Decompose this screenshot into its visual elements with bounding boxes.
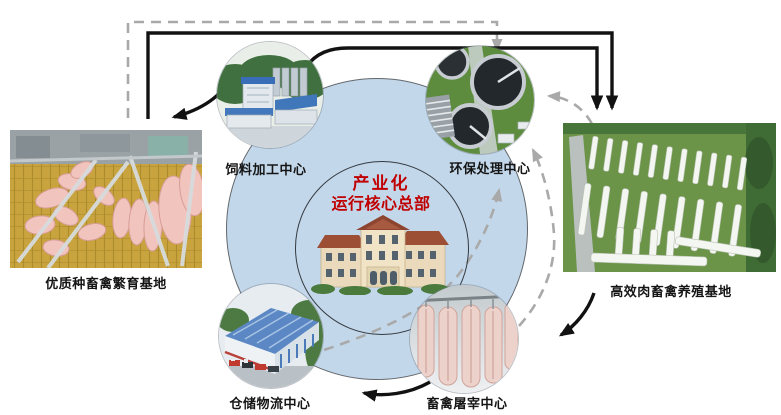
node-fattening-base [563,123,776,272]
environmental-treatment-photo [426,46,534,154]
warehouse-logistics-photo [219,284,323,388]
label-environmental-treatment-center: 环保处理中心 [449,161,531,176]
headquarters-circle [295,161,469,335]
label-breeding-base: 优质种畜禽繁育基地 [45,276,167,291]
arrow-fattening-to-env [546,91,594,125]
node-feed-processing-center [217,42,323,148]
node-slaughter-center [410,285,518,393]
headquarters-title-line1: 产业化 [352,174,410,193]
node-breeding-base [10,130,202,268]
label-slaughter-center: 畜禽屠宰中心 [426,396,508,411]
node-warehouse-logistics-center [219,284,323,388]
breeding-base-photo [10,130,202,268]
fattening-base-photo [563,123,776,272]
headquarters-building-photo [311,215,449,295]
slaughter-photo [410,285,518,393]
arrow-slaughter-to-warehouse [361,380,431,402]
node-environmental-treatment-center [426,46,534,154]
headquarters-title-line2: 运行核心总部 [331,196,431,213]
headquarters-title: 产业化 运行核心总部 [331,173,430,215]
arrow-fattening-to-slaughter [558,292,596,337]
label-warehouse-logistics-center: 仓储物流中心 [229,396,311,411]
label-fattening-base: 高效肉畜禽养殖基地 [610,284,732,299]
feed-processing-photo [217,42,323,148]
label-feed-processing-center: 饲料加工中心 [225,162,307,177]
